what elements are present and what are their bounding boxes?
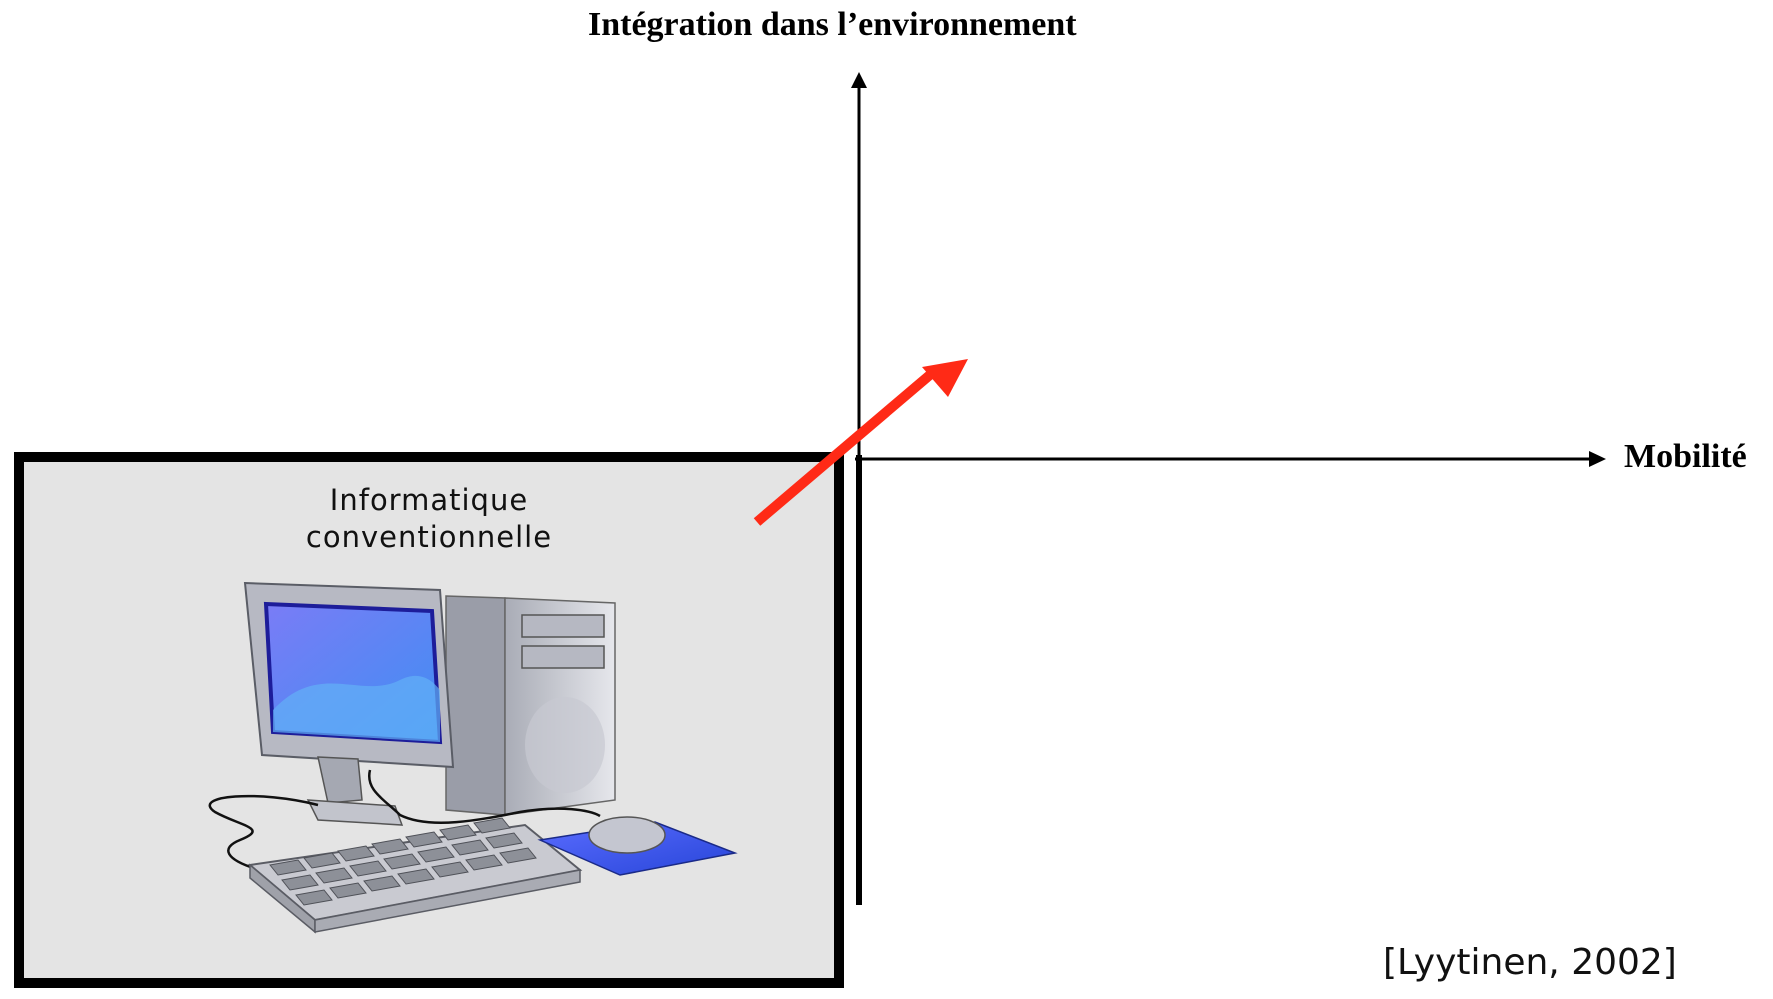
quadrant-label-line1: Informatique [329,483,529,517]
citation: [Lyytinen, 2002] [1383,942,1677,983]
desktop-computer-icon [208,581,738,934]
trend-arrowhead [922,359,968,397]
x-axis-title: Mobilité [1624,438,1747,475]
y-axis-title: Intégration dans l’environnement [588,6,1077,43]
quadrant-label: Informatique conventionnelle [24,482,834,556]
x-axis-arrowhead [1589,451,1606,467]
quadrant-label-line2: conventionnelle [305,520,553,554]
y-axis-arrowhead [851,72,867,88]
trend-arrow [753,359,968,526]
x-axis [855,451,1606,467]
